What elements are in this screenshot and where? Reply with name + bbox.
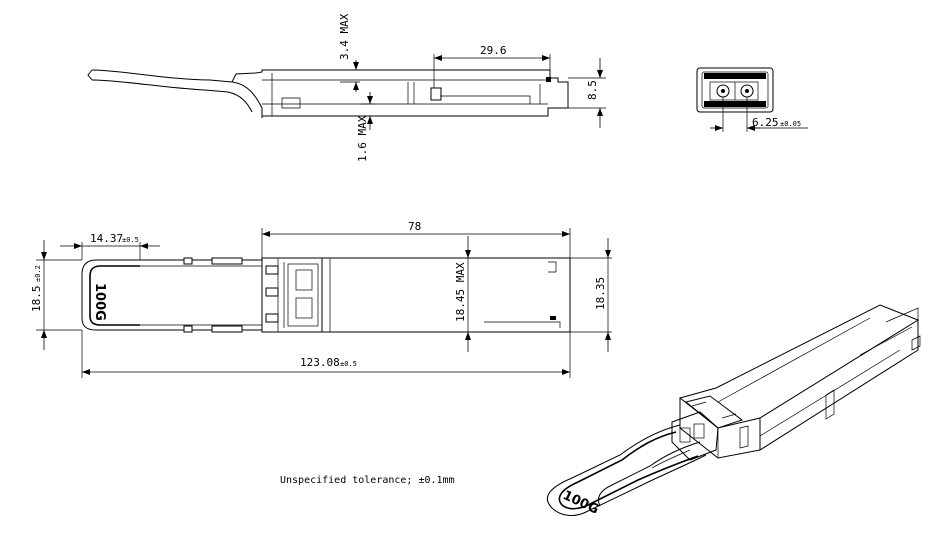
isometric-view: 100G — [547, 304, 921, 518]
dim-6-25: 6.25 — [752, 116, 779, 129]
iso-brand-label: 100G — [560, 488, 601, 518]
tolerance-note: Unspecified tolerance; ±0.1mm — [280, 475, 455, 486]
tab-brand-label: 100G — [92, 283, 107, 321]
dim-123-08-tolerance: ±0.5 — [340, 360, 357, 368]
dim-18-45-max: 18.45 MAX — [454, 262, 467, 322]
front-view: 6.25 ±0.05 — [696, 67, 808, 132]
dim-18-5: 18.5 — [30, 286, 43, 313]
dim-18-35: 18.35 — [594, 277, 607, 310]
top-view: 100G 14.37 ±0.5 — [30, 220, 612, 378]
dim-14-37-tolerance: ±0.5 — [122, 236, 139, 244]
side-view: 3.4 MAX 1.6 MAX 29.6 8.5 — [87, 13, 606, 162]
dim-14-37: 14.37 — [90, 232, 123, 245]
dim-123-08: 123.08 — [300, 356, 340, 369]
dim-18-5-tolerance: ±0.2 — [34, 265, 42, 282]
dim-29-6: 29.6 — [480, 44, 507, 57]
dim-8-5: 8.5 — [586, 80, 599, 100]
dim-78: 78 — [408, 220, 421, 233]
dim-3-4-max: 3.4 MAX — [338, 13, 351, 60]
dim-1-6-max: 1.6 MAX — [356, 115, 369, 162]
dim-6-25-tolerance: ±0.05 — [780, 120, 801, 128]
